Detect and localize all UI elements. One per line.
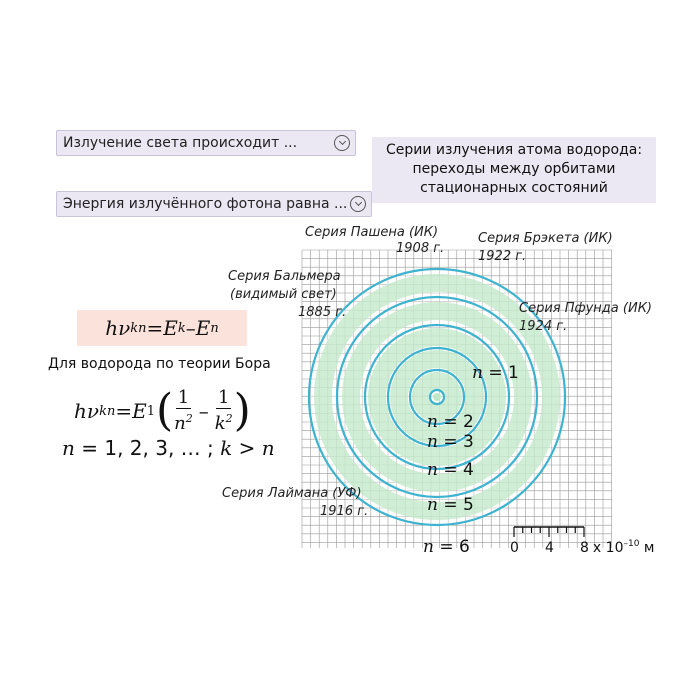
series-balmer-year: 1885 г.: [298, 305, 346, 320]
series-balmer: Серия Бальмера: [228, 269, 341, 284]
scale-ruler: [513, 526, 585, 537]
photon-energy-dropdown[interactable]: Энергия излучённого фотона равна ...: [56, 191, 372, 217]
orbit-glow-ring: [342, 302, 532, 492]
chevron-down-circle-icon[interactable]: [334, 135, 350, 151]
orbit-glow-ring: [314, 274, 560, 520]
frac-numerator: 1: [175, 387, 192, 409]
formula-sub: kn: [130, 320, 147, 336]
orbit-label-3: n = 3: [427, 432, 474, 452]
orbit-label-4: n = 4: [427, 460, 474, 480]
photon-energy-dropdown-label: Энергия излучённого фотона равна ...: [63, 196, 348, 212]
orbit-5: [335, 295, 539, 499]
fraction-1-over-n2: 1 n2: [174, 388, 193, 434]
series-lyman-year: 1916 г.: [320, 504, 368, 519]
frac-denominator: k2: [214, 412, 233, 434]
scale-tick-4: 4: [545, 540, 554, 556]
fraction-1-over-k2: 1 k2: [215, 388, 233, 434]
orbit-glow-ring: [412, 372, 462, 422]
formula-e: E: [132, 399, 147, 423]
formula-h: h: [105, 316, 119, 340]
quantum-number-condition: n = 1, 2, 3, … ; k > n: [62, 436, 275, 460]
orbit-label-6: n = 6: [423, 537, 470, 557]
scale-tick-0: 0: [510, 540, 519, 556]
chevron-down-circle-icon[interactable]: [350, 196, 366, 212]
orbit-6: [307, 267, 567, 527]
formula-e: E: [195, 316, 211, 340]
frac-numerator: 1: [215, 387, 232, 409]
series-paschen: Серия Пашена (ИК): [305, 225, 438, 240]
series-info-box: Серии излучения атома водорода: переходы…: [372, 137, 656, 203]
formula-sub: kn: [99, 403, 116, 419]
info-line: переходы между орбитами: [412, 161, 616, 177]
formula-nu: ν: [86, 399, 100, 423]
info-line: Серии излучения атома водорода:: [385, 142, 643, 158]
formula-minus: –: [198, 399, 209, 423]
info-line: стационарных состояний: [420, 180, 608, 196]
orbit-3: [386, 346, 488, 448]
orbit-1: [428, 388, 446, 406]
formula-minus: –: [185, 316, 196, 340]
series-lyman: Серия Лаймана (УФ): [222, 486, 362, 501]
emission-dropdown[interactable]: Излучение света происходит ...: [56, 130, 356, 156]
formula-sub: 1: [146, 403, 155, 419]
paren-left: (: [155, 385, 174, 436]
orbit-label-1: n = 1: [472, 363, 519, 383]
formula-nu: ν: [118, 316, 131, 340]
series-pfund-year: 1924 г.: [519, 319, 567, 334]
orbit-label-2: n = 2: [427, 412, 474, 432]
frac-denominator: n2: [174, 412, 193, 434]
orbit-2: [408, 368, 466, 426]
paren-right: ): [233, 385, 251, 436]
formula-sub: n: [210, 320, 219, 336]
orbits: [307, 267, 567, 527]
orbit-glow: [309, 269, 565, 525]
emission-dropdown-label: Излучение света происходит ...: [63, 135, 298, 151]
formula-sub: k: [177, 320, 186, 336]
formula-e: E: [163, 316, 178, 340]
orbit-label-5: n = 5: [427, 495, 474, 515]
orbit-4: [363, 323, 511, 471]
orbit-glow-ring: [390, 350, 484, 444]
nucleus-glow: [433, 393, 441, 401]
formula-eq: =: [115, 399, 133, 423]
bohr-theory-label: Для водорода по теории Бора: [48, 356, 271, 372]
orbit-glow-ring: [368, 328, 506, 466]
formula-h: h: [74, 399, 87, 423]
series-balmer-subtitle: (видимый свет): [230, 287, 337, 302]
series-pfund: Серия Пфунда (ИК): [519, 301, 652, 316]
formula-eq: =: [146, 316, 164, 340]
series-brackett: Серия Брэкета (ИК): [478, 231, 613, 246]
series-brackett-year: 1922 г.: [478, 249, 526, 264]
series-paschen-year: 1908 г.: [396, 241, 444, 256]
